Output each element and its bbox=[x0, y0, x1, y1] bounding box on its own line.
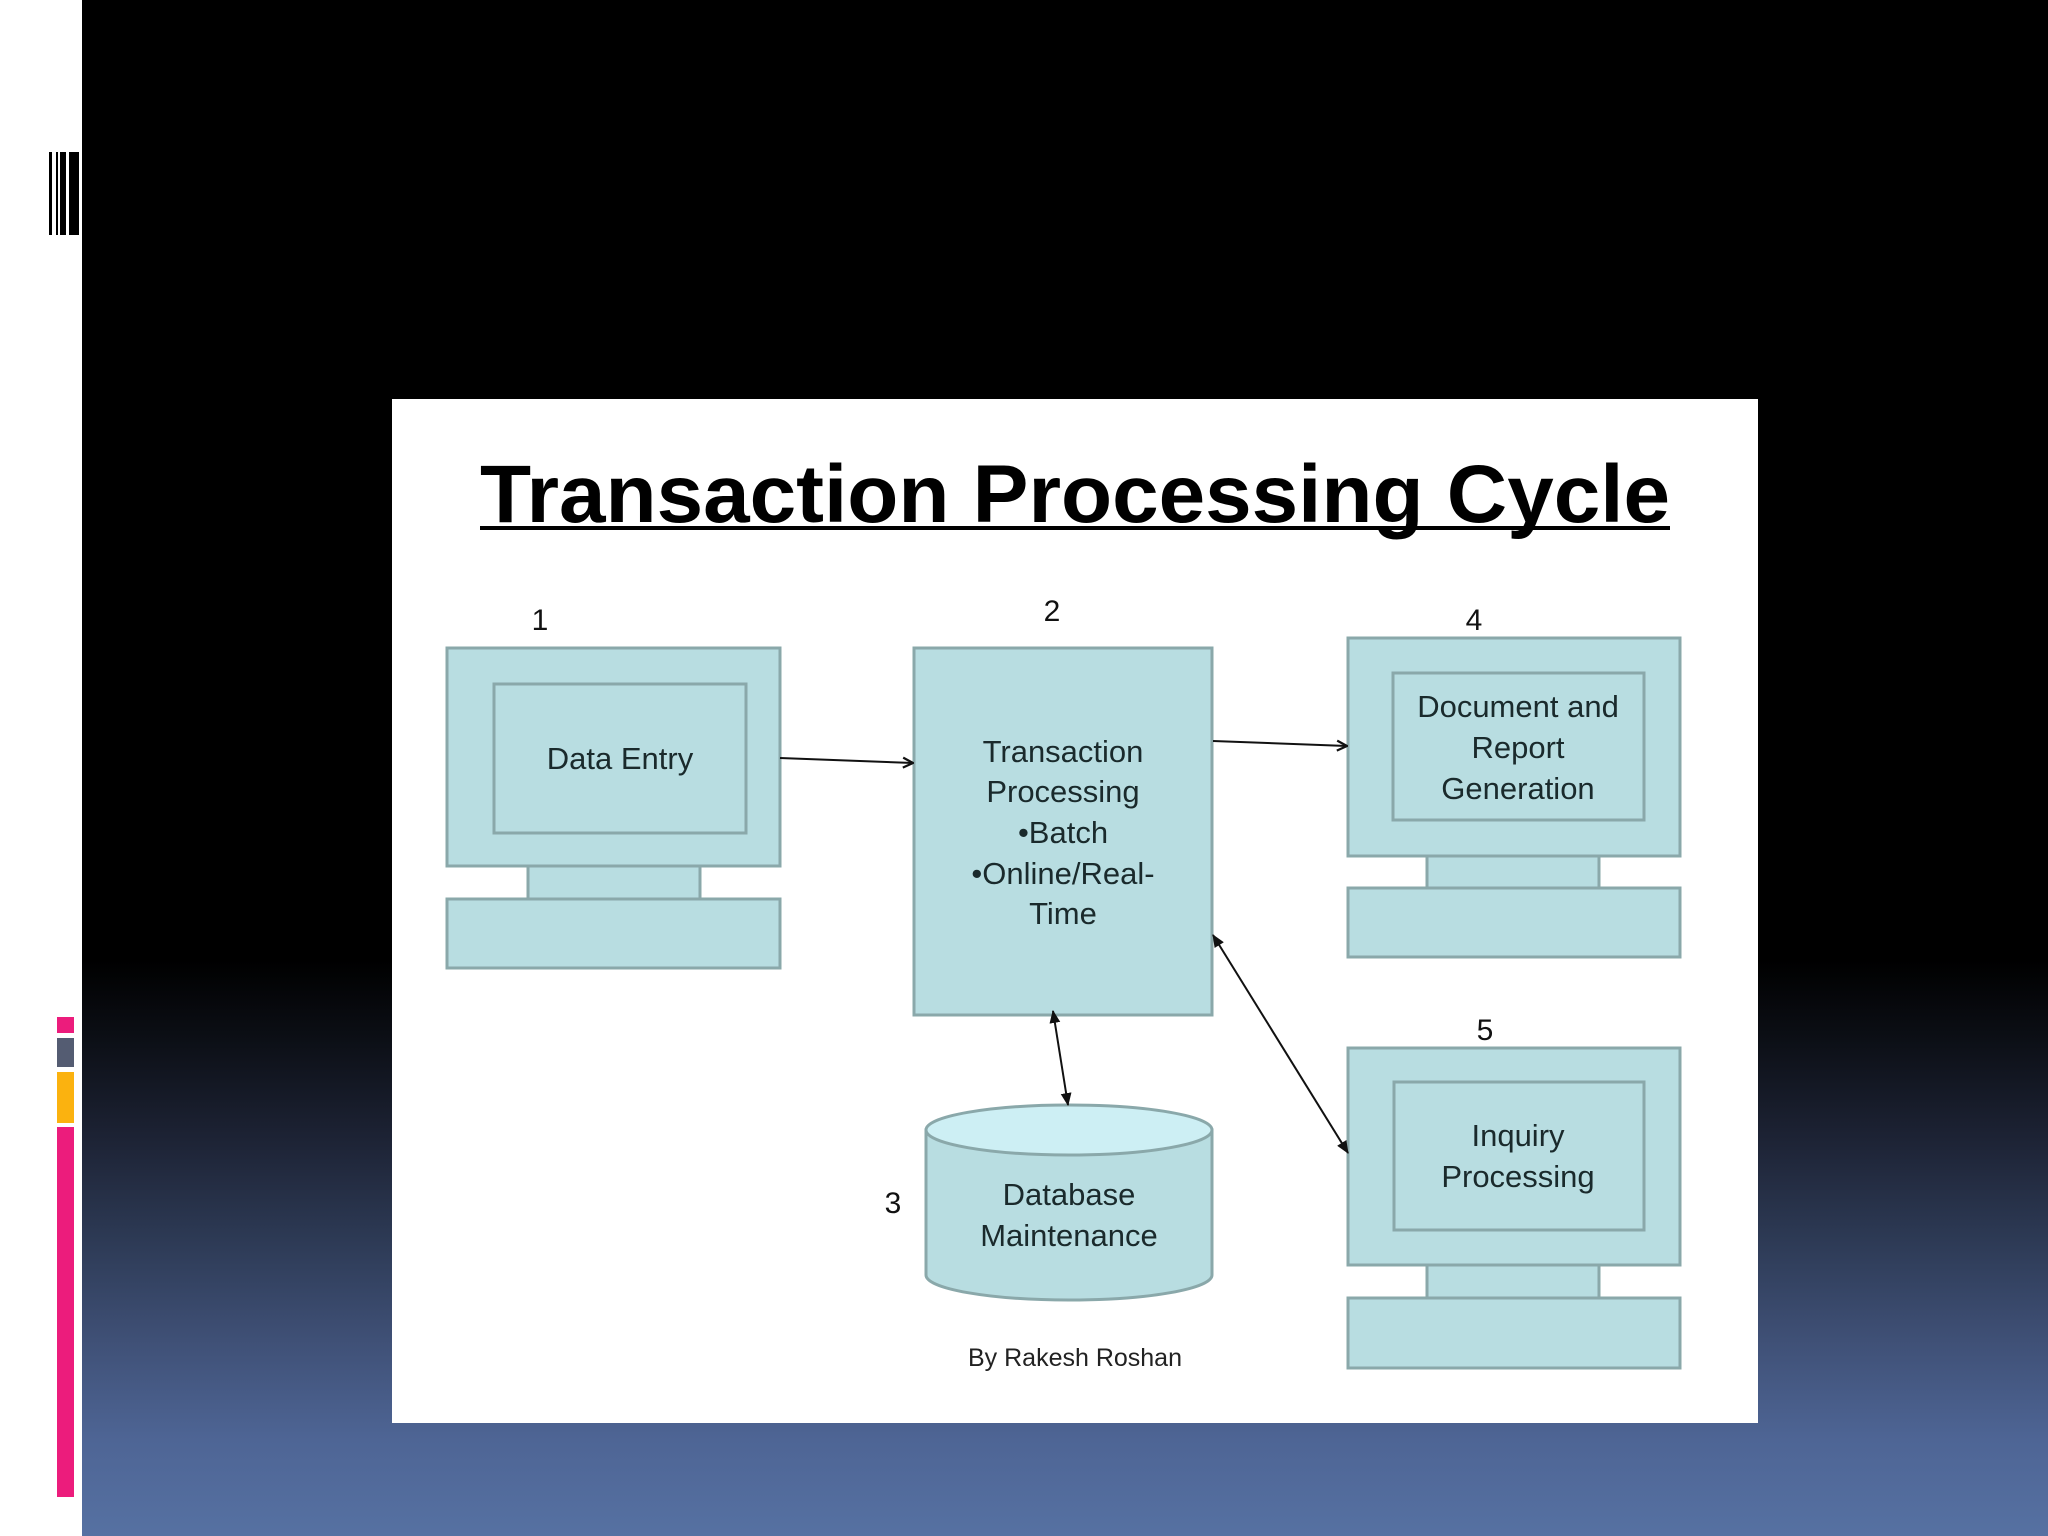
edge-2-to-3-double-arrow bbox=[1049, 1009, 1072, 1107]
monitor-neck bbox=[1425, 854, 1601, 890]
title-underline bbox=[480, 526, 1670, 530]
edge-1-to-2-arrow bbox=[779, 758, 913, 763]
node-label-line-1: Inquiry bbox=[1471, 1118, 1565, 1153]
node-label-line-2: Maintenance bbox=[980, 1218, 1158, 1253]
node-label-line-5: Time bbox=[1029, 896, 1097, 931]
node-document-report-generation: 4 Document and Report Generation bbox=[1346, 604, 1682, 959]
node-inquiry-processing: 5 Inquiry Processing bbox=[1346, 1014, 1682, 1370]
node-label-line-1: Database bbox=[1003, 1177, 1136, 1212]
node-number-3: 3 bbox=[885, 1187, 902, 1220]
node-number-1: 1 bbox=[532, 604, 549, 637]
node-label-line-2: Processing bbox=[986, 774, 1139, 809]
left-margin-strip bbox=[0, 0, 82, 1536]
node-label-line-3: •Batch bbox=[1018, 815, 1108, 850]
node-data-entry: 1 Data Entry bbox=[445, 604, 782, 970]
accent-bar-gray bbox=[57, 1038, 74, 1067]
barcode-icon-line-2 bbox=[56, 152, 58, 235]
node-label: Data Entry bbox=[547, 741, 694, 776]
monitor-neck bbox=[1425, 1263, 1601, 1300]
node-label-line-2: Report bbox=[1471, 730, 1564, 765]
node-label-line-4: •Online/Real- bbox=[971, 856, 1154, 891]
diagram-title: Transaction Processing Cycle bbox=[480, 449, 1670, 540]
database-icon-top bbox=[924, 1103, 1214, 1157]
node-database-maintenance: 3 Database Maintenance bbox=[885, 1103, 1214, 1302]
screen bbox=[492, 682, 748, 835]
node-label-line-3: Generation bbox=[1441, 771, 1594, 806]
screen bbox=[1392, 1080, 1646, 1232]
edge-2-to-4-arrow bbox=[1212, 741, 1347, 746]
accent-bar-pink-long bbox=[57, 1127, 74, 1497]
accent-bar-orange bbox=[57, 1072, 74, 1123]
node-label-line-1: Document and bbox=[1417, 689, 1619, 724]
node-number-4: 4 bbox=[1466, 604, 1483, 637]
edge-2-to-5-double-arrow bbox=[1212, 934, 1349, 1154]
barcode-icon-line-3 bbox=[60, 152, 66, 235]
node-number-2: 2 bbox=[1044, 595, 1061, 628]
monitor-base bbox=[1346, 886, 1682, 959]
attribution: By Rakesh Roshan bbox=[968, 1344, 1182, 1372]
accent-bar-pink-small bbox=[57, 1017, 74, 1033]
database-icon-body bbox=[924, 1128, 1214, 1302]
barcode-icon-line-4 bbox=[69, 152, 79, 235]
node-transaction-processing: 2 Transaction Processing •Batch •Online/… bbox=[912, 595, 1214, 1017]
node-label-line-2: Processing bbox=[1441, 1159, 1594, 1194]
node-label-line-1: Transaction bbox=[983, 734, 1144, 769]
diagram-image: Transaction Processing Cycle 1 Data Entr… bbox=[392, 399, 1758, 1423]
monitor-neck bbox=[526, 864, 702, 901]
monitor-base bbox=[1346, 1296, 1682, 1370]
node-number-5: 5 bbox=[1477, 1014, 1494, 1047]
barcode-icon-line-1 bbox=[49, 152, 52, 235]
monitor-base bbox=[445, 897, 782, 970]
screen bbox=[1391, 671, 1646, 822]
process-box bbox=[912, 646, 1214, 1017]
